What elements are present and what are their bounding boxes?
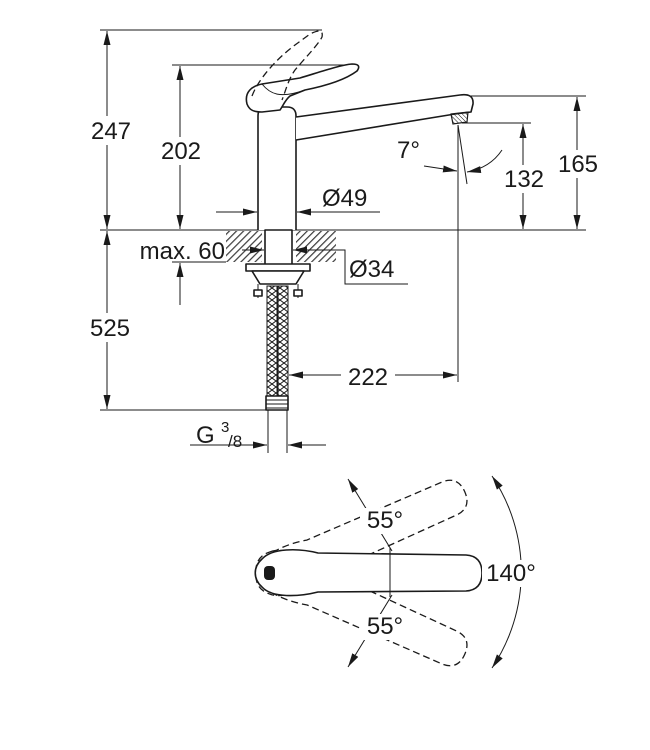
tilt-line [457,124,468,185]
supply-hose-left [266,285,278,397]
faucet-spout [295,93,474,141]
mounting-shank [264,229,293,266]
stud-nut [293,289,303,297]
dimension-spout-height: 165 [558,97,598,229]
fixing-stud-right [293,284,303,298]
dim-label-spout-tilt: 7° [397,137,420,164]
side-view: 247 202 max. 60 525 165 132 [90,29,598,453]
tilt-arrow-left [423,165,458,173]
handle-indicator-icon [264,566,275,580]
dim-label-hose-length: 525 [90,315,130,342]
hose-connector [265,395,289,411]
dimension-outlet-height: 132 [504,124,544,229]
dim-label-thread-numerator: 3 [221,419,229,436]
mounting-assembly [245,229,311,411]
dimension-lever-height: 202 [161,66,201,229]
dim-label-shank-diameter: Ø34 [349,256,394,283]
faucet-body [257,106,297,230]
dim-label-counter-thickness: max. 60 [140,238,225,265]
spout-aerator [450,111,469,125]
label-bg-swing-upper [360,508,410,534]
dimension-counter-thickness: max. 60 [140,238,225,305]
top-view: 55° 55° 140° [254,475,540,669]
countertop-section-right [296,231,336,262]
dim-label-lever-height: 202 [161,138,201,165]
dim-label-swing-upper: 55° [367,507,403,534]
handle-top-view [254,549,483,597]
dim-label-spout-reach: 222 [348,364,388,391]
dim-label-thread-letter: G [196,422,215,449]
dim-label-swivel: 140° [486,560,536,587]
dim-leader-right [293,246,408,285]
label-bg-swivel [482,560,540,587]
faucet-side [245,30,474,230]
handle-swing-outline-upper [255,479,468,597]
mounting-nut [251,270,305,285]
tilt-arrow-right [466,149,503,174]
dim-label-swing-lower: 55° [367,613,403,640]
dimension-total-height: 247 [91,31,131,229]
fixing-stud-left [253,284,263,298]
mounting-plate [245,263,311,272]
dimension-body-diameter: Ø49 [216,185,380,216]
supply-hose-right [277,285,289,397]
lever-raised-outline [251,30,323,101]
dimension-spout-tilt: 7° [397,124,503,185]
lever-handle-detail [261,83,306,96]
dim-label-outlet-height: 132 [504,166,544,193]
extension-lines [100,29,586,453]
dimension-hose-length: 525 [90,231,130,409]
dim-label-thread-denominator: /8 [228,432,242,451]
dimension-shank-diameter: Ø34 [242,246,408,285]
countertop-section-left [226,231,262,262]
dim-label-total-height: 247 [91,118,131,145]
dimension-spout-reach: 222 [289,364,457,391]
dim-label-body-diameter: Ø49 [322,185,367,212]
lever-handle [245,63,360,113]
dim-label-spout-height: 165 [558,151,598,178]
label-bg-swing-lower [360,614,410,640]
stud-nut [253,289,263,297]
dimension-thread: G 3 /8 [190,419,326,451]
